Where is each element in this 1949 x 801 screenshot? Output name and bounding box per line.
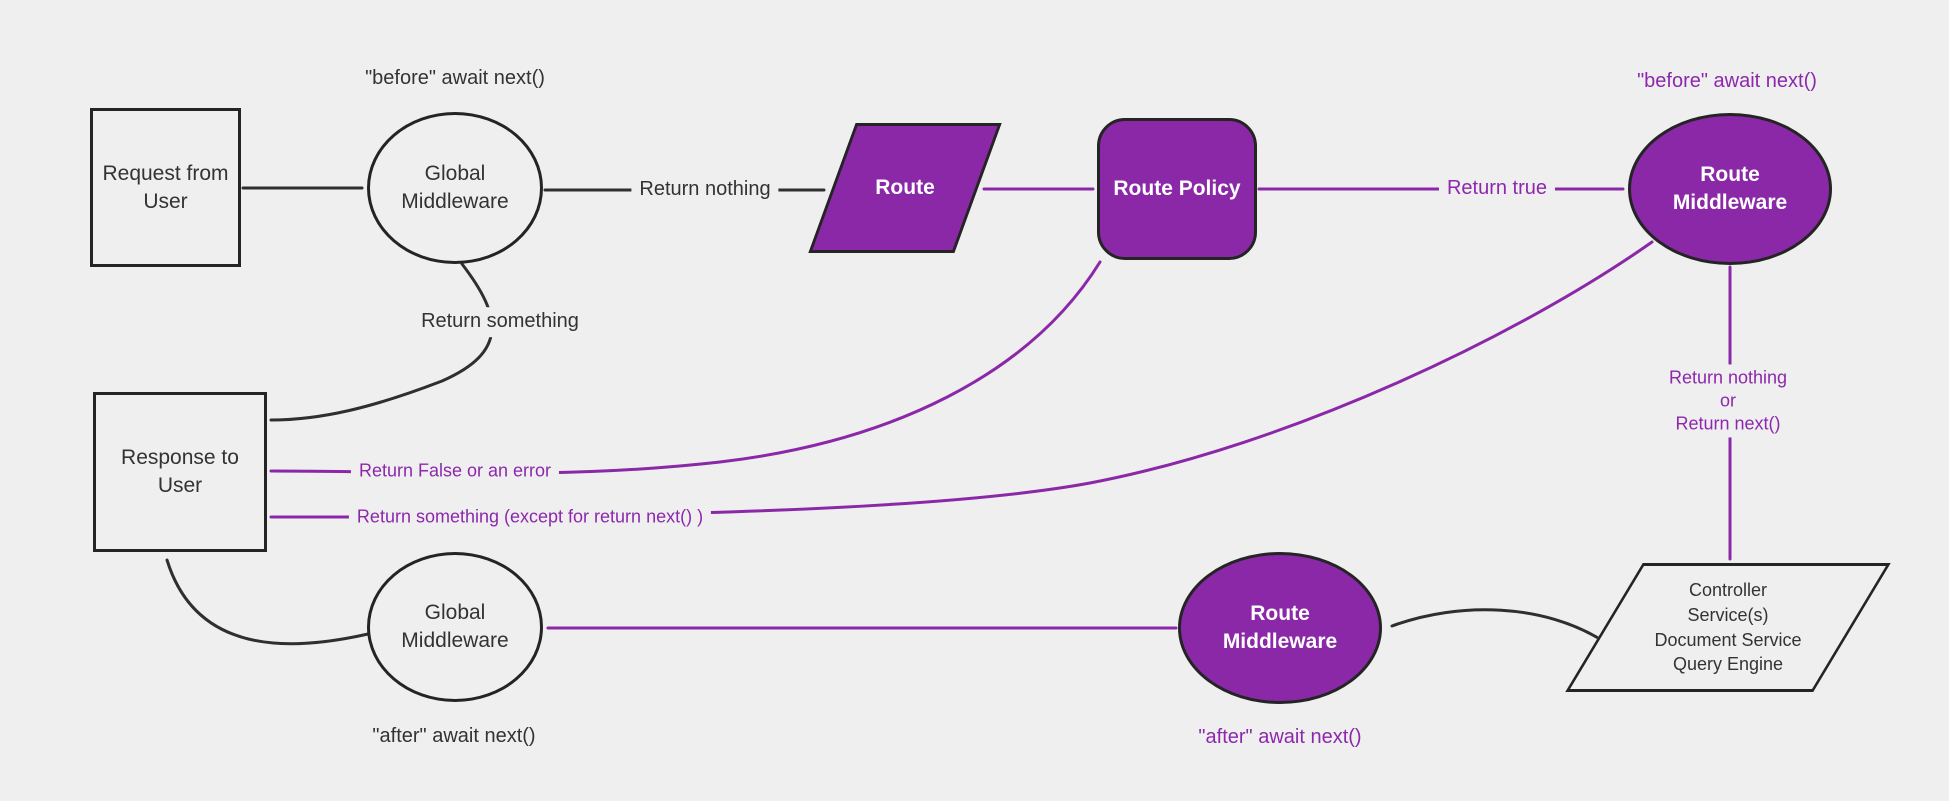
node-global-middleware-bottom: Global Middleware [367, 552, 543, 702]
label-return-true: Return true [1438, 174, 1556, 204]
label-return-something-except: Return something (except for return next… [348, 503, 712, 531]
edge-global-middleware-to-response [269, 262, 494, 422]
node-route-policy: Route Policy [1097, 118, 1257, 260]
node-route: Route [808, 123, 1002, 253]
label-return-false-or-error: Return False or an error [350, 457, 560, 485]
node-route-label: Route [875, 176, 935, 200]
edge-services-to-route-middleware-bottom [1390, 608, 1605, 643]
node-services: Controller Service(s) Document Service Q… [1565, 563, 1891, 692]
label-return-something: Return something [413, 307, 587, 337]
node-global-middleware-top-label: Global Middleware [401, 162, 509, 213]
node-request-from-user: Request from User [90, 108, 241, 267]
node-route-middleware-bottom-label: Route Middleware [1222, 602, 1338, 653]
node-route-middleware-bottom: Route Middleware [1178, 552, 1382, 704]
node-route-middleware-top: Route Middleware [1628, 113, 1832, 265]
node-services-label: Controller Service(s) Document Service Q… [1654, 579, 1802, 675]
label-before-await-next-black: "before" await next() [357, 64, 553, 94]
node-response-to-user: Response to User [93, 392, 267, 552]
node-global-middleware-top: Global Middleware [367, 112, 543, 264]
node-route-middleware-top-label: Route Middleware [1672, 163, 1788, 214]
label-return-nothing: Return nothing [631, 175, 779, 205]
label-return-nothing-or-next: Return nothing or Return next() [1660, 364, 1796, 438]
node-response-to-user-label: Response to User [121, 446, 239, 497]
label-after-await-next-purple: "after" await next() [1190, 723, 1370, 753]
node-request-from-user-label: Request from User [102, 161, 229, 213]
edge-global-middleware-bottom-to-response [165, 558, 370, 646]
node-global-middleware-bottom-label: Global Middleware [401, 601, 509, 652]
node-route-policy-label: Route Policy [1113, 177, 1241, 201]
label-after-await-next-black: "after" await next() [364, 722, 544, 752]
label-before-await-next-purple: "before" await next() [1629, 67, 1825, 97]
edge-route-policy-to-response [269, 260, 1102, 475]
